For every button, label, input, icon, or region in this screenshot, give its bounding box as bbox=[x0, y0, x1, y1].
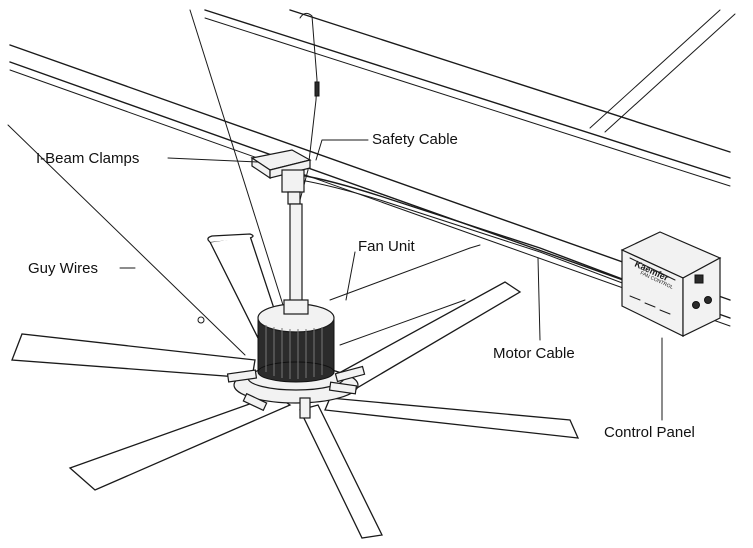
label-safety-cable: Safety Cable bbox=[372, 131, 458, 148]
label-guy-wires: Guy Wires bbox=[28, 260, 99, 277]
i-beam-clamp bbox=[250, 149, 312, 205]
guy-wires bbox=[7, 9, 481, 356]
control-panel-box: Kaemfer FAN CONTROL bbox=[620, 231, 722, 337]
label-control-panel: Control Panel bbox=[604, 424, 695, 441]
label-i-beam-clamps: I-Beam Clamps bbox=[36, 150, 140, 167]
leader-lines bbox=[119, 139, 663, 421]
label-motor-cable: Motor Cable bbox=[493, 345, 575, 362]
fan-blades bbox=[11, 233, 580, 539]
downrod bbox=[289, 203, 303, 305]
label-fan-unit: Fan Unit bbox=[358, 238, 415, 255]
fan-motor bbox=[257, 299, 335, 383]
i-beam bbox=[9, 9, 736, 327]
motor-cable bbox=[299, 174, 626, 285]
